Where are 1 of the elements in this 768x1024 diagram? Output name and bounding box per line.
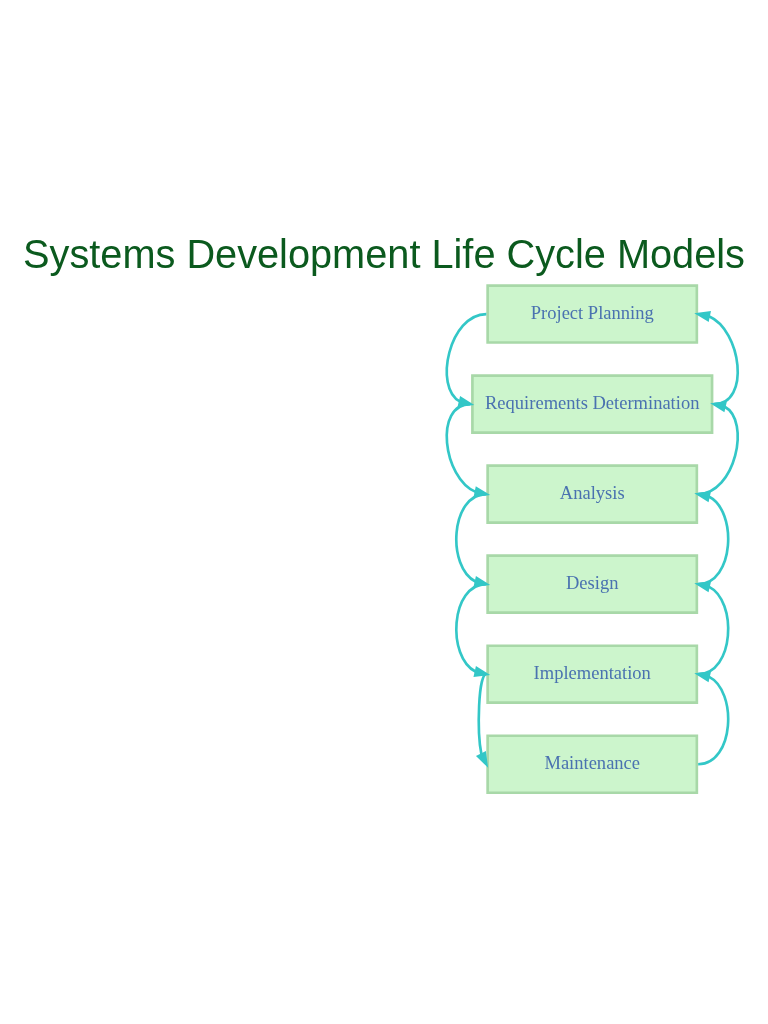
diagram-title: Systems Development Life Cycle Models	[23, 232, 745, 277]
